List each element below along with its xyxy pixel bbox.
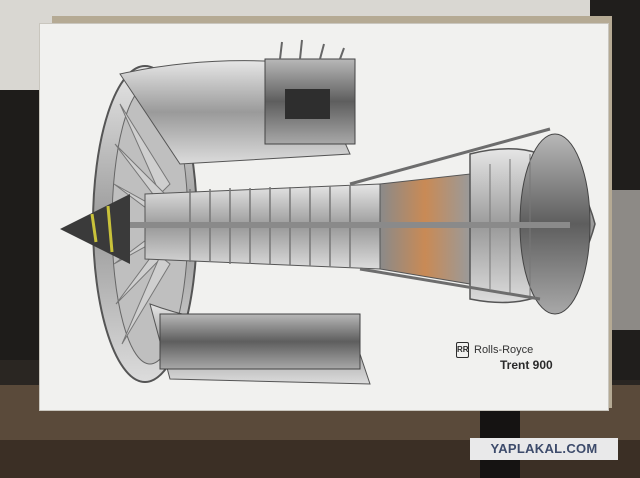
control-unit: [285, 89, 330, 119]
engine-cutaway-illustration: [60, 39, 596, 385]
support-struts: [349, 127, 551, 301]
combustion-section: [379, 173, 471, 285]
engine-poster: RR Rolls-Royce Trent 900: [40, 24, 608, 410]
watermark: YAPLAKAL.COM: [470, 438, 618, 460]
main-shaft: [130, 222, 570, 228]
accessory-gearbox-bottom: [159, 313, 361, 370]
engine-model-name: Trent 900: [500, 358, 553, 372]
brand-label: RR Rolls-Royce: [456, 342, 533, 358]
spinner-stripe: [90, 213, 98, 243]
brand-name: Rolls-Royce: [474, 344, 534, 356]
rolls-royce-logo-icon: RR: [456, 342, 469, 358]
